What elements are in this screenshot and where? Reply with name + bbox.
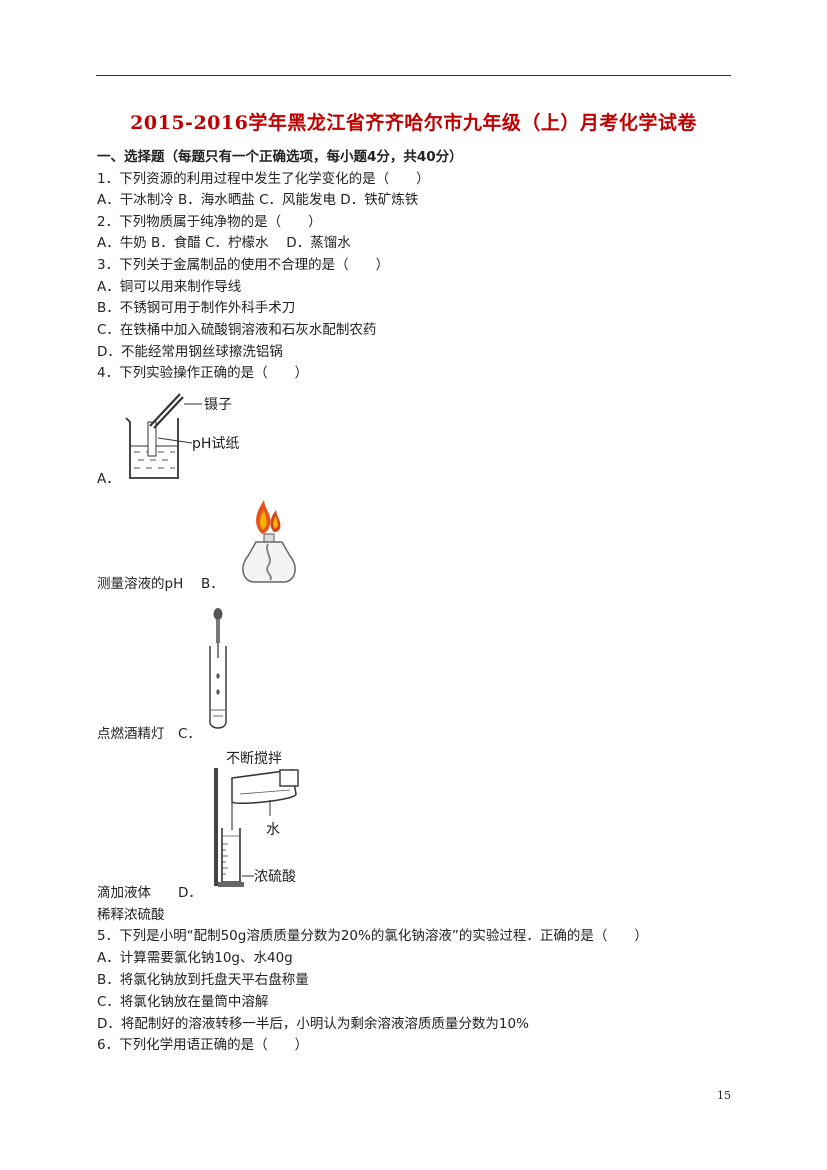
question-1: 1．下列资源的利用过程中发生了化学变化的是（ ） (97, 171, 430, 187)
label-tweezers: 镊子 (204, 397, 232, 413)
text-light-lamp-and-c: 点燃酒精灯 C． (97, 726, 201, 742)
question-2-options: A．牛奶 B．食醋 C．柠檬水 D．蒸馏水 (97, 235, 351, 251)
question-3-option-d: D．不能经常用钢丝球擦洗铝锅 (97, 344, 283, 360)
question-3-option-b: B．不锈钢可用于制作外科手术刀 (97, 300, 296, 316)
question-5-option-b: B．将氯化钠放到托盘天平右盘称量 (97, 972, 309, 988)
question-3: 3．下列关于金属制品的使用不合理的是（ ） (97, 257, 390, 273)
question-6: 6．下列化学用语正确的是（ ） (97, 1037, 309, 1053)
figure-dilute-acid: 不断搅拌 水 浓硫酸 (214, 751, 299, 887)
question-5: 5．下列是小明“配制50g溶质质量分数为20%的氯化钠溶液”的实验过程．正确的是… (97, 928, 648, 944)
figure-dropper (209, 608, 227, 729)
figure-alcohol-lamp (242, 500, 296, 583)
page-number: 15 (717, 1089, 731, 1102)
section-heading: 一、选择题（每题只有一个正确选项，每小题4分，共40分） (97, 149, 463, 165)
header-rule (96, 75, 731, 76)
question-5-option-d: D．将配制好的溶液转移一半后，小明认为剩余溶液溶质质量分数为10% (97, 1016, 529, 1032)
question-3-option-a: A．铜可以用来制作导线 (97, 279, 242, 295)
question-2: 2．下列物质属于纯净物的是（ ） (97, 214, 322, 230)
question-1-options: A．干冰制冷 B．海水晒盐 C．风能发电 D．铁矿炼铁 (97, 192, 419, 208)
text-add-liquid-and-d: 滴加液体 D． (97, 885, 202, 901)
exam-title: 2015-2016学年黑龙江省齐齐哈尔市九年级（上）月考化学试卷 (130, 112, 697, 134)
question-5-option-c: C．将氯化钠放在量筒中溶解 (97, 994, 269, 1010)
question-3-option-c: C．在铁桶中加入硫酸铜溶液和石灰水配制农药 (97, 322, 377, 338)
label-ph-paper: pH试纸 (192, 436, 239, 452)
question-4: 4．下列实验操作正确的是（ ） (97, 365, 309, 381)
label-acid: 浓硫酸 (254, 869, 296, 885)
question-4-option-a: A． (97, 471, 120, 487)
label-stir: 不断搅拌 (226, 751, 282, 767)
figure-ph-test: 镊子 pH试纸 (125, 393, 239, 479)
question-5-option-a: A．计算需要氯化钠10g、水40g (97, 950, 293, 966)
label-water: 水 (266, 822, 280, 838)
text-dilute-acid: 稀释浓硫酸 (97, 907, 165, 923)
text-measure-ph-and-b: 测量溶液的pH B． (97, 576, 224, 592)
